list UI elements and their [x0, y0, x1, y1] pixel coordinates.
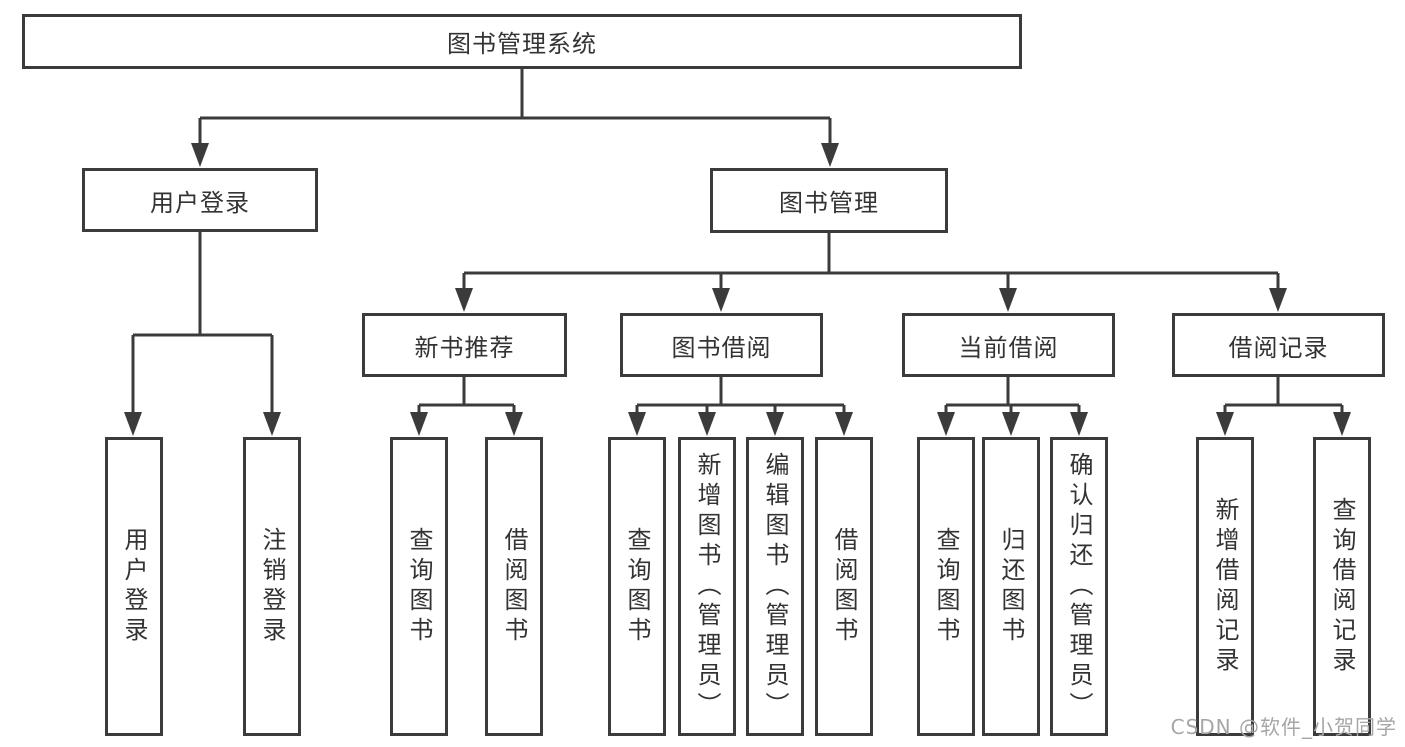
leaf-query-books-current: 查询图书 — [917, 437, 975, 736]
leaf-query-books-recommend: 查询图书 — [390, 437, 448, 736]
leaf-user-login: 用户登录 — [105, 437, 163, 736]
node-library-system-label: 图书管理系统 — [447, 30, 597, 58]
leaf-query-borrow-record-label: 查询借阅记录 — [1328, 496, 1356, 677]
node-book-management: 图书管理 — [710, 168, 948, 233]
leaf-borrow-books-recommend-label: 借阅图书 — [500, 526, 528, 647]
node-book-borrowing: 图书借阅 — [620, 313, 823, 377]
leaf-add-books-admin: 新增图书（管理员） — [678, 437, 736, 736]
leaf-borrow-books-label: 借阅图书 — [830, 526, 858, 647]
leaf-edit-books-admin: 编辑图书（管理员） — [746, 437, 804, 736]
leaf-logout: 注销登录 — [243, 437, 301, 736]
leaf-confirm-return-admin-label: 确认归还（管理员） — [1065, 451, 1093, 722]
node-book-borrowing-label: 图书借阅 — [671, 333, 772, 362]
leaf-query-books-current-label: 查询图书 — [932, 526, 960, 647]
node-book-management-label: 图书管理 — [779, 189, 879, 217]
arrowheads — [124, 143, 1351, 436]
leaf-return-books: 归还图书 — [982, 437, 1040, 736]
node-user-login: 用户登录 — [82, 168, 318, 232]
leaf-user-login-label: 用户登录 — [120, 526, 148, 647]
leaf-confirm-return-admin: 确认归还（管理员） — [1050, 437, 1108, 736]
node-current-borrowing: 当前借阅 — [902, 313, 1115, 377]
leaf-query-books-borrowing-label: 查询图书 — [623, 526, 651, 647]
leaf-edit-books-admin-label: 编辑图书（管理员） — [761, 451, 789, 722]
node-borrowing-records: 借阅记录 — [1172, 313, 1385, 377]
leaf-borrow-books-recommend: 借阅图书 — [485, 437, 543, 736]
leaf-logout-label: 注销登录 — [258, 526, 286, 647]
node-user-login-label: 用户登录 — [150, 188, 250, 217]
leaf-query-borrow-record: 查询借阅记录 — [1313, 437, 1371, 736]
leaf-add-books-admin-label: 新增图书（管理员） — [693, 451, 721, 722]
leaf-add-borrow-record-label: 新增借阅记录 — [1211, 496, 1239, 677]
leaf-query-books-recommend-label: 查询图书 — [405, 526, 433, 647]
node-borrowing-records-label: 借阅记录 — [1228, 333, 1329, 362]
node-current-borrowing-label: 当前借阅 — [958, 333, 1059, 362]
node-new-book-recommend: 新书推荐 — [362, 313, 567, 377]
csdn-watermark: CSDN @软件_小贺同学 — [1170, 715, 1397, 739]
leaf-borrow-books: 借阅图书 — [815, 437, 873, 736]
leaf-add-borrow-record: 新增借阅记录 — [1196, 437, 1254, 736]
leaf-query-books-borrowing: 查询图书 — [608, 437, 666, 736]
leaf-return-books-label: 归还图书 — [997, 526, 1025, 647]
node-new-book-recommend-label: 新书推荐 — [414, 333, 515, 362]
node-library-system: 图书管理系统 — [22, 14, 1022, 69]
